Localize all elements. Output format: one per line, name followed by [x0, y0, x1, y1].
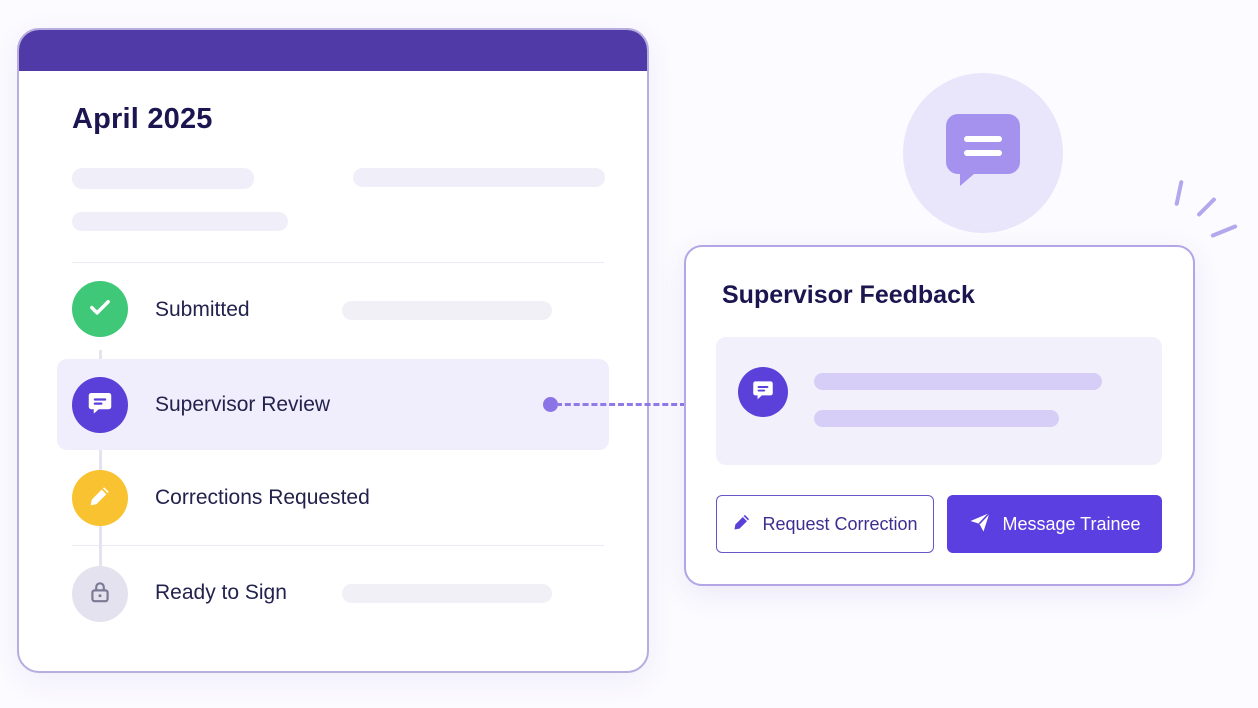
- step-status-pending: [72, 470, 128, 526]
- active-step-highlight: [57, 359, 609, 450]
- placeholder-line: [72, 212, 288, 231]
- sparkle-line: [1210, 223, 1238, 239]
- step-label-ready-to-sign: Ready to Sign: [155, 581, 287, 604]
- comment-placeholder-line: [814, 410, 1059, 427]
- chat-bubble-icon: [940, 108, 1026, 199]
- step-label-corrections-requested: Corrections Requested: [155, 486, 370, 509]
- check-icon: [86, 293, 114, 326]
- lock-icon: [87, 579, 113, 610]
- chat-bubble-badge: [903, 73, 1063, 233]
- step-label-supervisor-review: Supervisor Review: [155, 393, 331, 416]
- divider: [72, 545, 604, 546]
- message-icon: [750, 377, 776, 408]
- placeholder-line: [353, 168, 605, 187]
- connector-line: [556, 403, 686, 406]
- step-label-submitted: Submitted: [155, 298, 250, 321]
- sparkle-line: [1174, 179, 1184, 207]
- message-trainee-label: Message Trainee: [1002, 513, 1141, 534]
- step-status-active: [72, 377, 128, 433]
- card-header-bar: [19, 30, 647, 71]
- feedback-comment: [716, 337, 1162, 465]
- step-status-locked: [72, 566, 128, 622]
- pencil-icon: [86, 482, 114, 515]
- placeholder-line: [72, 168, 254, 189]
- placeholder-line: [342, 301, 552, 320]
- step-status-complete: [72, 281, 128, 337]
- request-correction-button[interactable]: Request Correction: [716, 495, 934, 553]
- placeholder-line: [342, 584, 552, 603]
- month-title: April 2025: [72, 103, 213, 135]
- comment-placeholder-line: [814, 373, 1102, 390]
- message-icon: [85, 388, 115, 423]
- connector-dot: [543, 397, 558, 412]
- divider: [72, 262, 604, 263]
- send-icon: [968, 510, 992, 539]
- timeline-card: April 2025 Submitted Supervisor Review: [17, 28, 649, 673]
- sparkle-line: [1196, 196, 1217, 218]
- feedback-title: Supervisor Feedback: [722, 281, 975, 309]
- supervisor-feedback-card: Supervisor Feedback Request Correction: [684, 245, 1195, 586]
- message-trainee-button[interactable]: Message Trainee: [947, 495, 1162, 553]
- comment-avatar: [738, 367, 788, 417]
- request-correction-label: Request Correction: [762, 513, 918, 534]
- pencil-icon: [732, 512, 752, 537]
